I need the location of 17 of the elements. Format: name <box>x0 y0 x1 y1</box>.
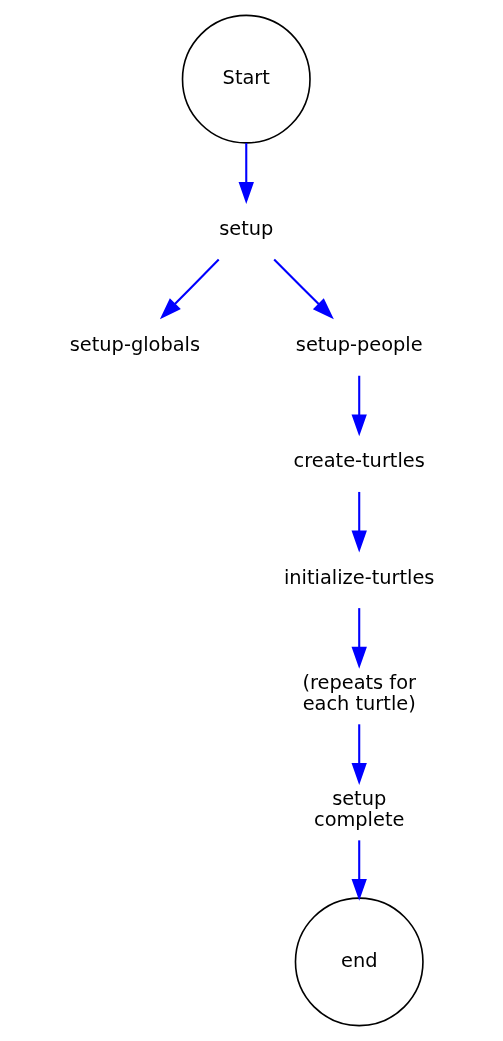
arrow <box>351 375 367 437</box>
arrow <box>159 258 220 320</box>
arrow <box>238 142 254 204</box>
node-text: setup-people <box>295 333 423 357</box>
arrow <box>351 491 367 553</box>
arrow <box>351 840 367 901</box>
node-text: create-turtles <box>293 449 425 473</box>
arrow <box>273 258 334 320</box>
node-text: initialize-turtles <box>283 565 435 589</box>
node-text: (repeats for each turtle) <box>302 671 416 716</box>
arrow <box>351 608 367 669</box>
node-circle: end <box>294 897 424 1027</box>
node-text: setup complete <box>313 787 405 832</box>
node-text: setup-globals <box>69 333 201 357</box>
node-text: setup <box>219 217 274 241</box>
arrow <box>351 724 367 785</box>
node-circle: Start <box>181 14 311 144</box>
